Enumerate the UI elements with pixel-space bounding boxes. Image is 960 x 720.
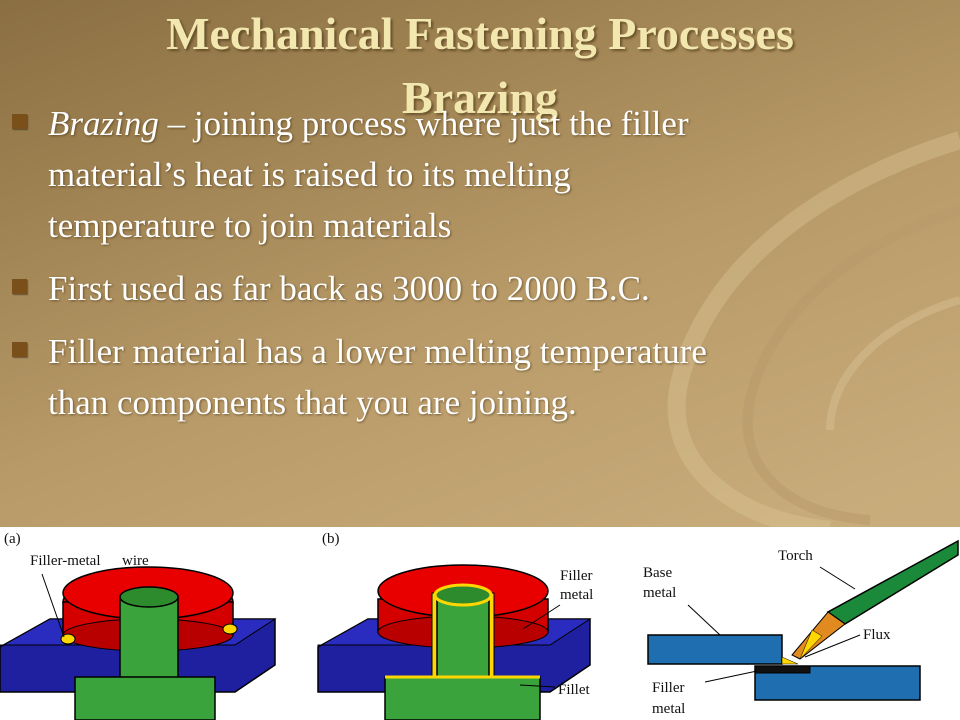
panel-c-base-label-2: metal	[643, 585, 676, 601]
panel-a-wire-label-2: wire	[122, 553, 149, 569]
brazing-diagram: (a) Filler-metal wire (b) Filler metal F…	[0, 531, 959, 720]
panel-a-tag: (a)	[4, 531, 21, 547]
panel-b-assembly	[317, 564, 592, 720]
panel-c-filler-label-1: Filler	[652, 680, 685, 696]
brazing-diagram-figure: (a) Filler-metal wire (b) Filler metal F…	[0, 527, 960, 720]
bullet-item: First used as far back as 3000 to 2000 B…	[8, 263, 708, 314]
bullet-text: First used as far back as 3000 to 2000 B…	[48, 269, 650, 308]
panel-c-filler-label-2: metal	[652, 701, 685, 717]
slide-title-line2: Brazing	[402, 72, 558, 123]
bullet-square-icon	[12, 342, 27, 357]
bullet-square-icon	[12, 279, 27, 294]
panel-c-torch-label: Torch	[778, 548, 813, 564]
bullet-square-icon	[12, 114, 27, 129]
bullet-term: Brazing	[48, 104, 159, 143]
slide-title-line1: Mechanical Fastening Processes	[166, 8, 794, 59]
bullet-text: – joining process where just the filler …	[48, 104, 689, 245]
panel-b-fillet-label: Fillet	[558, 682, 591, 698]
panel-c-flux-label: Flux	[863, 627, 891, 643]
panel-b-filler-label-2: metal	[560, 587, 593, 603]
bullet-item: Brazing – joining process where just the…	[8, 98, 708, 251]
panel-c-torch-brazing	[647, 539, 959, 701]
panel-b-tag: (b)	[322, 531, 340, 547]
slide-title: Mechanical Fastening Processes Brazing	[0, 2, 960, 123]
background-swirl-decoration	[667, 131, 960, 539]
bullet-list: Brazing – joining process where just the…	[8, 98, 708, 440]
panel-a-wire-label-1: Filler-metal	[30, 553, 101, 569]
panel-a-assembly	[0, 566, 277, 720]
bullet-text: Filler material has a lower melting temp…	[48, 332, 707, 422]
panel-c-base-label-1: Base	[643, 565, 673, 581]
bullet-item: Filler material has a lower melting temp…	[8, 326, 708, 428]
panel-b-filler-label-1: Filler	[560, 568, 593, 584]
